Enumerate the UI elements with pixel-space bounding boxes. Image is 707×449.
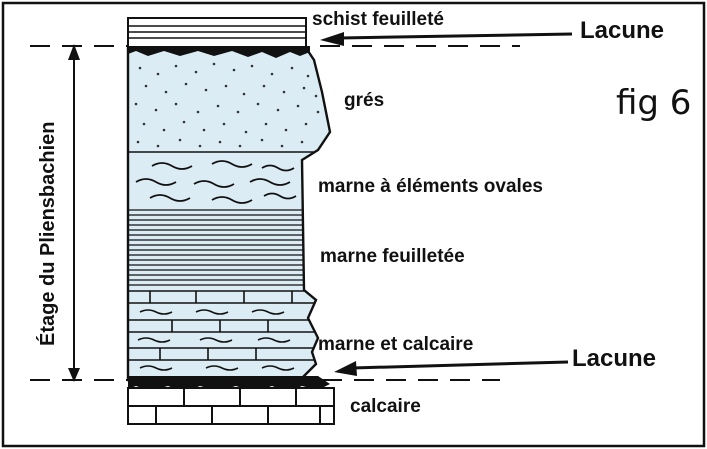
upper-unconformity-band [128,46,310,58]
layer-gres [134,62,320,148]
label-marne-ovales: marne à éléments ovales [318,176,543,197]
label-lacune-top: Lacune [580,17,664,44]
label-marne-calcaire: marne et calcaire [318,334,473,355]
label-gres: grés [344,90,384,111]
layer-schist [127,17,307,49]
stage-extent-arrow [68,44,80,382]
layer-marne-calcaire [128,290,330,371]
dashed-lines [30,45,520,381]
label-schist: schist feuilleté [312,9,444,30]
label-calcaire: calcaire [350,396,421,417]
figure-number: fig 6 [616,83,691,123]
layer-calcaire [127,387,335,425]
vertical-stage-label: Étage du Pliensbachien [36,121,59,346]
label-marne-feuilletee: marne feuilletée [320,246,465,267]
lacune-arrow-bottom [334,360,569,376]
layer-marne-ovales [128,151,330,204]
label-lacune-bottom: Lacune [572,345,656,372]
lacune-arrow-top [320,32,573,46]
column-body [128,48,330,380]
